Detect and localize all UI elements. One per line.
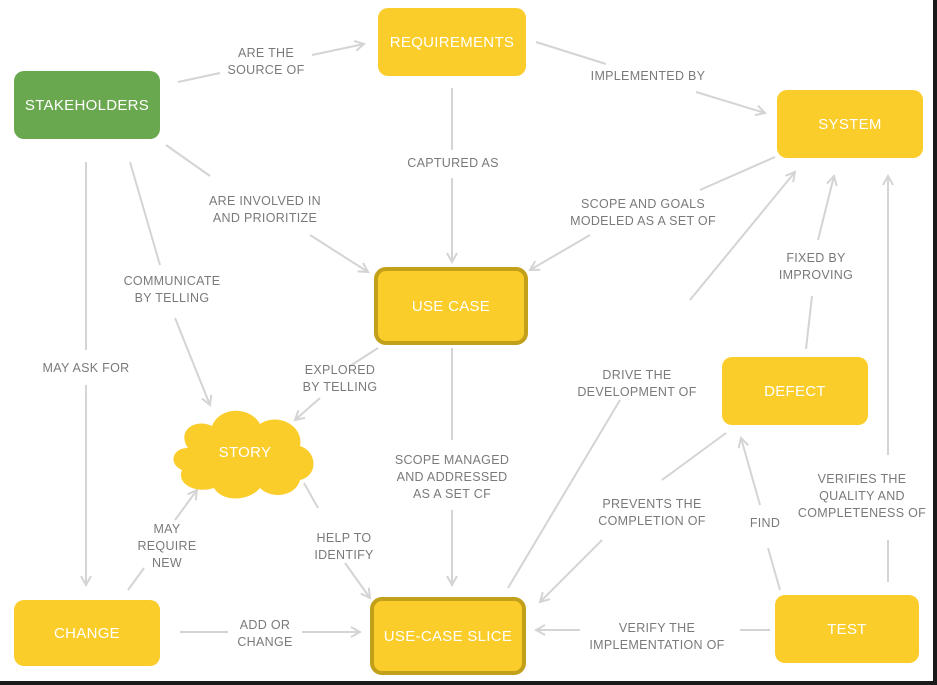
requirements-label: REQUIREMENTS <box>389 33 515 51</box>
arrow-drive <box>507 172 795 589</box>
system-label: SYSTEM <box>818 115 882 133</box>
system-node[interactable]: SYSTEM <box>777 90 923 158</box>
test-label: TEST <box>827 620 867 638</box>
defect-label: DEFECT <box>764 382 826 400</box>
story-node[interactable]: STORY <box>190 430 300 474</box>
arrow-find <box>741 438 781 591</box>
bottom-border <box>0 681 937 685</box>
arrow-communicate <box>129 161 210 405</box>
right-border <box>933 0 937 685</box>
change-label: CHANGE <box>54 624 120 642</box>
stakeholders-label: STAKEHOLDERS <box>24 96 150 114</box>
test-node[interactable]: TEST <box>775 595 919 663</box>
edge-label-find: FIND <box>749 516 781 530</box>
arrow-may-require <box>127 490 197 591</box>
edge-label-implemented-by: IMPLEMENTED BY <box>590 69 706 83</box>
story-cloud <box>173 410 314 499</box>
arrow-scope-goals <box>530 156 776 270</box>
edge-label-captured-as: CAPTURED AS <box>407 156 499 170</box>
arrow-explored <box>295 347 379 420</box>
use-case-slice-label: USE-CASE SLICE <box>383 627 513 645</box>
arrow-implemented-by <box>535 41 765 113</box>
stakeholders-node[interactable]: STAKEHOLDERS <box>14 71 160 139</box>
requirements-node[interactable]: REQUIREMENTS <box>378 8 526 76</box>
defect-node[interactable]: DEFECT <box>722 357 868 425</box>
arrow-involved-in <box>165 144 368 272</box>
use-case-label: USE CASE <box>411 297 491 315</box>
use-case-slice-node[interactable]: USE-CASE SLICE <box>370 597 526 675</box>
arrow-fixed-by <box>805 176 834 350</box>
change-node[interactable]: CHANGE <box>14 600 160 666</box>
arrow-help-identify <box>303 482 370 598</box>
edge-label-may-ask-for: MAY ASK FOR <box>42 361 130 375</box>
arrow-prevents <box>540 432 727 602</box>
arrow-source-of <box>177 44 364 83</box>
use-case-node[interactable]: USE CASE <box>374 267 528 345</box>
story-label: STORY <box>218 443 272 461</box>
